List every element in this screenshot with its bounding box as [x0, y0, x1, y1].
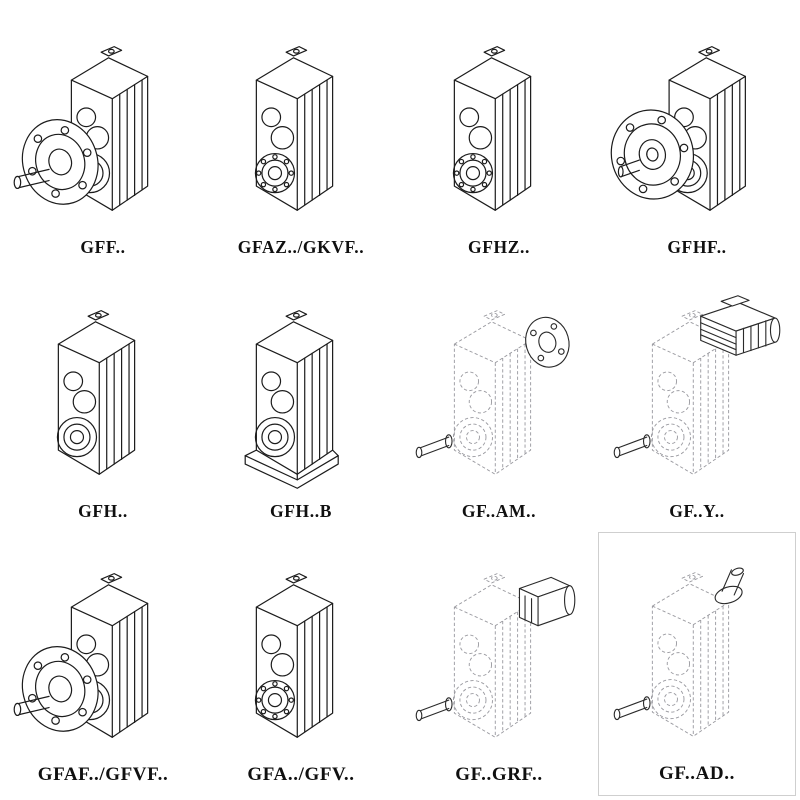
gearbox-cell-5: GFH..: [4, 268, 202, 532]
model-label: GFF..: [80, 237, 126, 257]
gearbox-cell-7: GF..AM..: [400, 268, 598, 532]
gearbox-cell-10: GFA../GFV..: [202, 532, 400, 796]
gearbox-cell-6: GFH..B: [202, 268, 400, 532]
model-label: GF..Y..: [669, 501, 725, 521]
gearbox-drawing-flange-shaft: [10, 21, 196, 235]
model-label: GFH..: [78, 501, 128, 521]
gearbox-drawing-dashed-adapter: [406, 548, 592, 762]
gearbox-cell-11: GF..GRF..: [400, 532, 598, 796]
gearbox-cell-8: GF..Y..: [598, 268, 796, 532]
gearbox-drawing-flange-holes: [604, 21, 790, 235]
gearbox-drawing-flange-shaft: [10, 548, 196, 762]
model-label: GFHF..: [667, 237, 727, 257]
gearbox-drawing-hollow: [10, 285, 196, 499]
gearbox-drawing-hollow-bearing: [208, 548, 394, 762]
gearbox-drawing-hollow-bearing: [208, 21, 394, 235]
gearbox-drawing-dashed-motor: [604, 285, 790, 499]
gearbox-cell-12: GF..AD..: [598, 532, 796, 796]
model-label: GFH..B: [270, 501, 332, 521]
gearbox-drawing-hollow-foot: [208, 285, 394, 499]
gearbox-drawing-dashed-input: [604, 547, 790, 761]
gearbox-drawing-hollow-bearing: [406, 21, 592, 235]
gearbox-cell-9: GFAF../GFVF..: [4, 532, 202, 796]
gearbox-cell-3: GFHZ..: [400, 4, 598, 268]
model-label: GF..AM..: [461, 501, 537, 521]
model-label: GFAZ../GKVF..: [237, 237, 365, 257]
model-label: GF..AD..: [659, 763, 735, 784]
gearbox-cell-4: GFHF..: [598, 4, 796, 268]
gearbox-cell-2: GFAZ../GKVF..: [202, 4, 400, 268]
gearbox-cell-1: GFF..: [4, 4, 202, 268]
gearbox-drawing-dashed-flange: [406, 285, 592, 499]
model-label: GFHZ..: [468, 237, 530, 257]
model-label: GFA../GFV..: [247, 764, 355, 785]
model-label: GFAF../GFVF..: [37, 764, 169, 785]
model-label: GF..GRF..: [455, 764, 543, 785]
